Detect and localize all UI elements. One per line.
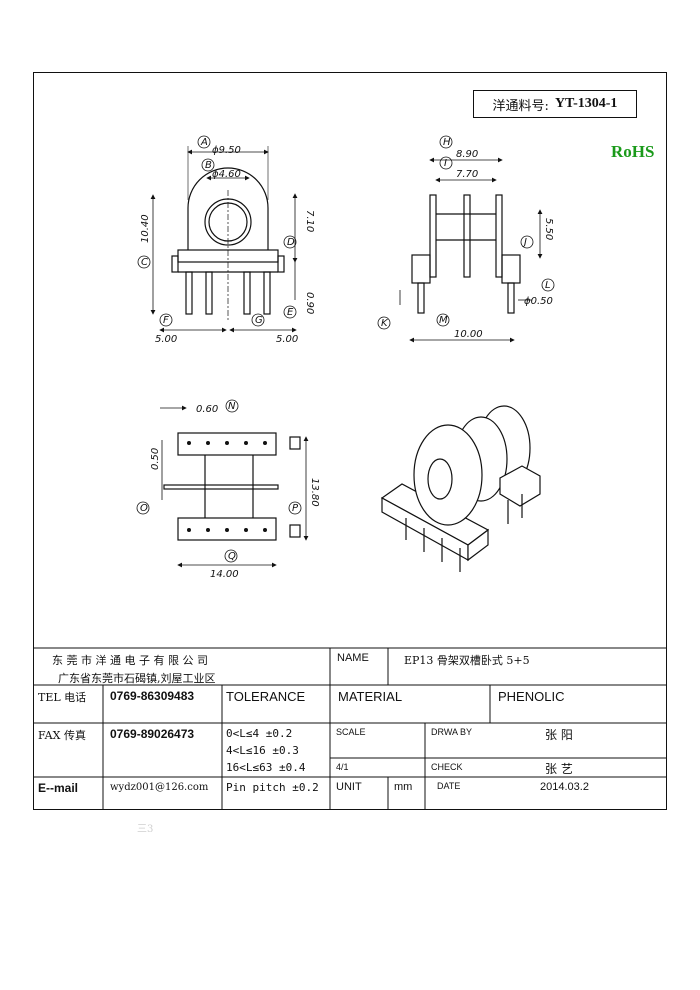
scale-value: 4/1 bbox=[336, 762, 349, 772]
fax-value: 0769-89026473 bbox=[110, 727, 195, 741]
dim-g: 5.00 bbox=[276, 334, 298, 345]
part-number-box: 洋通料号: YT-1304-1 bbox=[473, 90, 637, 118]
name-label: NAME bbox=[337, 652, 369, 664]
isometric-view bbox=[380, 405, 541, 572]
bottom-view bbox=[136, 399, 309, 568]
scale-label: SCALE bbox=[336, 727, 366, 737]
check-value: 张 艺 bbox=[545, 762, 573, 776]
front-view-labels: A B C D E F G ϕ9.50 ϕ4.60 10.40 7.10 0.9… bbox=[140, 137, 315, 345]
check-label: CHECK bbox=[431, 762, 463, 772]
tolerance-row-4: Pin pitch ±0.2 bbox=[226, 781, 319, 794]
dim-a: ϕ9.50 bbox=[212, 145, 241, 156]
callout-i: I bbox=[444, 158, 447, 169]
dim-i: 7.70 bbox=[456, 169, 478, 180]
callout-c: C bbox=[141, 257, 148, 268]
callout-g: G bbox=[255, 315, 263, 326]
part-number-label: 洋通料号: bbox=[492, 98, 549, 114]
callout-d: D bbox=[287, 237, 295, 248]
tolerance-row-3: 16<L≤63 ±0.4 bbox=[226, 761, 306, 774]
dim-l: ϕ0.50 bbox=[524, 296, 553, 307]
drawby-label: DRWA BY bbox=[431, 727, 473, 737]
unit-value: mm bbox=[394, 781, 413, 793]
email-value: wydz001@126.com bbox=[110, 782, 209, 793]
callout-e: E bbox=[287, 307, 294, 318]
dim-p: 13.80 bbox=[309, 478, 320, 507]
unit-label: UNIT bbox=[336, 781, 362, 793]
tolerance-row-1: 0<L≤4 ±0.2 bbox=[226, 727, 293, 740]
front-view bbox=[137, 135, 298, 333]
material-label: MATERIAL bbox=[338, 689, 403, 704]
callout-l: L bbox=[545, 280, 551, 291]
callout-n: N bbox=[228, 401, 236, 412]
rohs-mark: RoHS bbox=[611, 142, 655, 161]
company-address: 广东省东莞市石碣镇,刘屋工业区 bbox=[58, 672, 216, 685]
tel-value: 0769-86309483 bbox=[110, 689, 195, 703]
dim-d: 7.10 bbox=[304, 210, 315, 232]
date-label: DATE bbox=[437, 781, 461, 791]
dim-j: 5.50 bbox=[543, 218, 554, 240]
drawing-frame bbox=[33, 72, 667, 810]
tolerance-row-2: 4<L≤16 ±0.3 bbox=[226, 744, 299, 757]
email-label: E--mail bbox=[38, 781, 79, 795]
callout-p: P bbox=[292, 503, 299, 514]
date-value: 2014.03.2 bbox=[540, 781, 589, 793]
dim-m: 10.00 bbox=[454, 329, 483, 340]
side-view bbox=[377, 135, 555, 343]
callout-q: Q bbox=[228, 551, 236, 562]
dim-b: ϕ4.60 bbox=[212, 169, 241, 180]
callout-m: M bbox=[439, 315, 448, 326]
tolerance-label: TOLERANCE bbox=[226, 689, 306, 704]
dim-c: 10.40 bbox=[140, 214, 151, 243]
dim-e: 0.90 bbox=[304, 292, 315, 314]
callout-b: B bbox=[205, 160, 212, 171]
faint-mark: 三3 bbox=[137, 824, 154, 835]
dim-n: 0.60 bbox=[196, 404, 218, 415]
bottom-view-labels: N O P Q 0.60 0.50 13.80 14.00 bbox=[140, 401, 320, 580]
tel-label: TEL 电话 bbox=[38, 691, 87, 704]
callout-k: K bbox=[381, 318, 389, 329]
dim-q: 14.00 bbox=[210, 569, 239, 580]
drawby-value: 张 阳 bbox=[545, 728, 573, 742]
fax-label: FAX 传真 bbox=[38, 729, 86, 742]
company-name: 东 莞 市 洋 通 电 子 有 限 公 司 bbox=[52, 654, 208, 667]
side-view-labels: H I J L K M 8.90 7.70 5.50 ϕ0.50 10.00 bbox=[381, 137, 554, 340]
callout-f: F bbox=[163, 315, 169, 326]
callout-o: O bbox=[140, 503, 148, 514]
callout-h: H bbox=[443, 137, 451, 148]
part-number-value: YT-1304-1 bbox=[554, 96, 618, 111]
callout-j: J bbox=[522, 237, 527, 248]
dim-h: 8.90 bbox=[456, 149, 478, 160]
name-value: EP13 骨架双槽卧式 5+5 bbox=[404, 654, 530, 667]
dim-f: 5.00 bbox=[155, 334, 177, 345]
callout-a: A bbox=[200, 137, 208, 148]
dim-o: 0.50 bbox=[150, 448, 161, 470]
material-value: PHENOLIC bbox=[498, 689, 565, 704]
